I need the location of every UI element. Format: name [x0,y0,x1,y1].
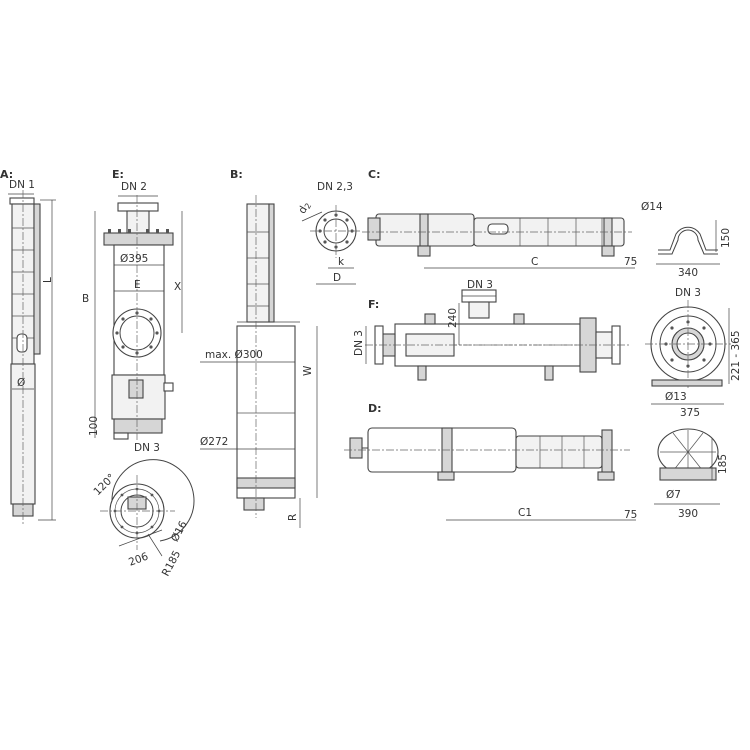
k-label: k [338,256,345,268]
view-b-label: B: [230,168,243,181]
x-label: X [174,281,181,293]
d-end-view: 185 Ø7 390 [654,428,729,520]
d14-label: Ø14 [641,201,663,213]
f-vent-1 [424,313,436,325]
bracket-inner [658,229,718,255]
w206-dim-line [118,529,163,547]
w390-label: 390 [678,508,698,520]
dia395-label: Ø395 [120,253,148,265]
view-a: A: DN 1 Ø L [0,168,56,525]
c-intake-slot [487,223,509,235]
b-cable-guard [268,203,275,323]
dn3-label-e: DN 3 [134,442,160,454]
c-clamp-1 [419,213,429,247]
view-e-label: E: [112,168,124,181]
cable-guard [33,203,41,355]
b-foot [243,497,265,511]
view-b: B: max. Ø300 Ø272 W R [200,168,318,528]
f-end-base [651,379,723,387]
dn2-label: DN 2 [121,181,147,193]
view-a-label: A: [0,168,13,181]
d2-label: d2 [296,200,313,217]
c1-label: C1 [518,507,532,519]
d16-label: Ø16 [169,519,190,544]
w375-label: 375 [680,407,700,419]
angle-arc [111,459,195,542]
d-support-1 [437,471,455,481]
cooling-jacket [236,325,296,499]
base-plate [113,418,163,434]
c-outlet [367,217,381,241]
c-label: C [531,256,538,268]
c75-label: 75 [624,256,637,268]
dia272-label: Ø272 [200,436,228,448]
d-outlet [349,437,363,459]
view-c: C: C 75 [362,168,637,269]
w-label: W [302,365,314,376]
view-d-label: D: [368,402,382,415]
h150-label: 150 [720,228,732,248]
dia-label: Ø [17,377,25,389]
r-label: R [287,514,299,521]
c-support-1 [417,245,431,257]
bracket-detail: Ø14 150 340 [641,201,732,279]
d-end-fins [660,430,716,474]
view-e: E: DN 2 Ø395 E X B [82,168,183,454]
top-flange [117,202,159,212]
f-leg-1 [417,365,427,381]
r185-label: R185 [160,549,183,579]
f-leg-2 [544,365,554,381]
dn3b-label: DN 3 [353,330,365,356]
b-label: B [82,293,89,305]
dn1-label: DN 1 [9,179,35,191]
d-end-clamp [601,429,613,475]
max300-label: max. Ø300 [205,349,263,361]
angle-label: 120° [91,472,117,498]
b-motor [246,203,270,323]
h240-label: 240 [447,308,459,328]
h100-label: 100 [88,416,100,436]
d7-label: Ø7 [666,489,681,501]
side-port [163,382,174,392]
discharge-flange [9,197,35,205]
bracket-outline [658,226,718,251]
cover-flange [103,232,174,246]
e-label: E [134,279,141,291]
b-motor-ribs [247,231,269,307]
w340-label: 340 [678,267,698,279]
d-motor [515,435,603,469]
d13-label: Ø13 [665,391,687,403]
inner-coupling [128,379,144,399]
plan-bolts [113,487,161,535]
d2-leader [301,211,323,222]
view-f: F: DN 3 240 DN 3 [353,279,630,381]
intake-slot [16,333,28,353]
c-support-2 [601,245,615,257]
f-top-pipe [468,301,490,319]
cover-bolts [108,229,169,233]
plan-view: 120° Ø16 206 R185 [91,459,195,579]
dn3a-label: DN 3 [467,279,493,291]
f-end-view: DN 3 221 - 365 Ø13 375 [645,287,742,419]
dn23-label: DN 2,3 [317,181,353,193]
length-label: L [42,277,54,283]
h185-label: 185 [717,454,729,474]
d-motor-ribs [539,436,585,468]
w206-label: 206 [127,550,150,568]
f-vent-2 [513,313,525,325]
d75-label: 75 [624,509,637,521]
suction-stub [113,432,129,440]
jacket-bottom-band [236,477,296,489]
view-f-label: F: [368,298,379,311]
d-label: D [333,272,341,284]
flange-detail: DN 2,3 d2 k D [296,181,362,285]
view-c-label: C: [368,168,380,181]
view-d: D: C1 75 [344,402,637,521]
range-label: 221 - 365 [730,330,742,381]
d-end-base [659,467,717,481]
r185-leader [147,533,163,557]
d-support-2 [597,471,615,481]
dn3c-label: DN 3 [675,287,701,299]
